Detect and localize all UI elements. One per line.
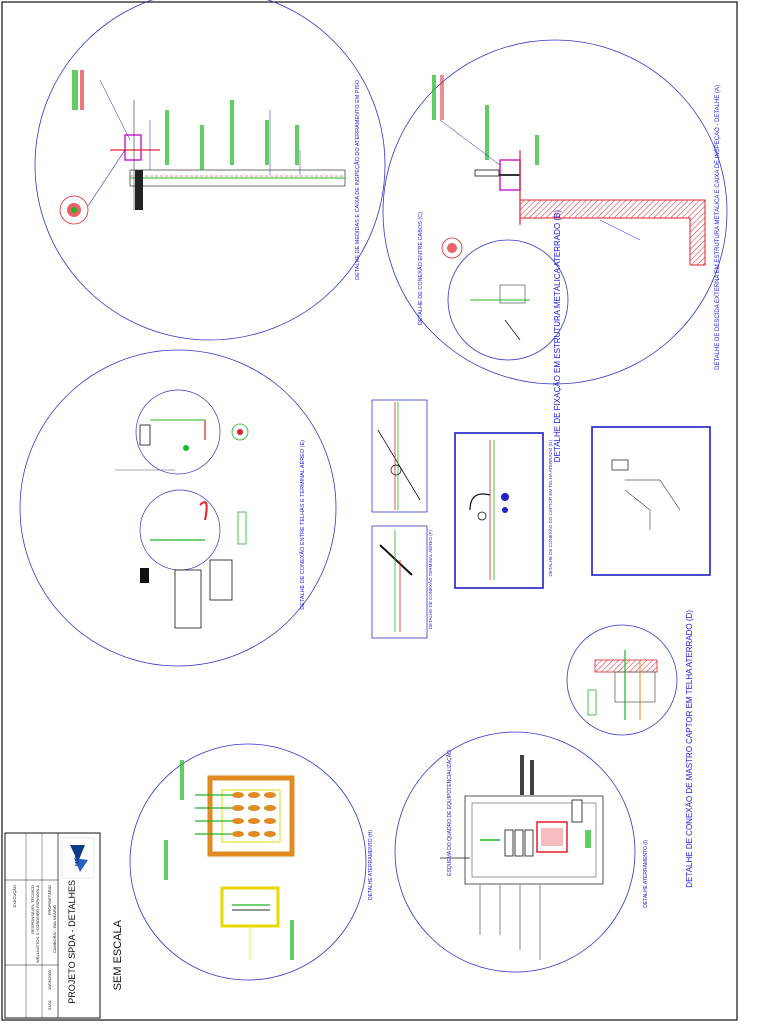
detail-circle-aterramento [129,743,367,981]
scale-note: SEM ESCALA [112,920,124,991]
execucao-label: EXECUÇÃO [12,885,17,908]
detail-title-9: DETALHE ATERRAMENTO (H) [368,830,374,901]
detail-title-5: DETALHE DE CONEXÃO ENTRE TELHAS E TERMIN… [300,440,306,610]
detail-box-g [454,432,544,589]
detail-title-7: DETALHE DE CONEXÃO DO CAPTOR EM TELHA AT… [548,440,553,577]
detail-title-6: DETALHE DE CONEXÃO TERMINAL AÉREO (F) [428,530,433,630]
detail-circle-2 [382,39,728,385]
detail-box-h [591,426,711,576]
detail-circle-d [566,624,678,736]
project-title: PROJETO SPDA - DETALHES [67,880,77,1004]
date-value: 10/05/2009 [47,970,52,991]
title-block [4,832,101,1019]
detail-title-11: ESQUEMA DO QUADRO DE EQUIPOTENCIALIZAÇÃO [447,750,453,876]
detail-title-10: DETALHE ATERRAMENTO (I) [643,840,649,908]
detail-title-3: DETALHE DE FIXAÇÃO EM ESTRUTURA METÁLICA… [553,210,562,463]
proprietario-value: CAMBORIÚ - BALNEÁRIO [52,905,57,954]
responsavel-value: WELLINGTON S. CORDEIRO ESPINDOLA [35,885,40,963]
sheet-border [1,1,738,1021]
detail-title-4: DETALHE DE CONEXÃO ENTRE CABOS (C) [418,212,424,326]
detail-box-e [371,399,428,513]
detail-circle-quadro [394,731,636,973]
detail-title-2: DETALHE DE DESCIDA EXTERNA EM ESTRUTURA … [715,85,721,370]
detail-circle-3 [19,349,337,667]
detail-title-8: DETALHE DE CONEXÃO DE MASTRO CAPTOR EM T… [685,610,694,888]
sheet-value: 01/01 [47,1000,52,1011]
detail-title-1: DETALHE DE MEDIDAS E CAIXA DE INSPEÇÃO D… [355,80,361,280]
detail-circle-1 [34,0,386,341]
logo-text: MASTER [75,845,81,867]
detail-box-f [371,525,428,639]
